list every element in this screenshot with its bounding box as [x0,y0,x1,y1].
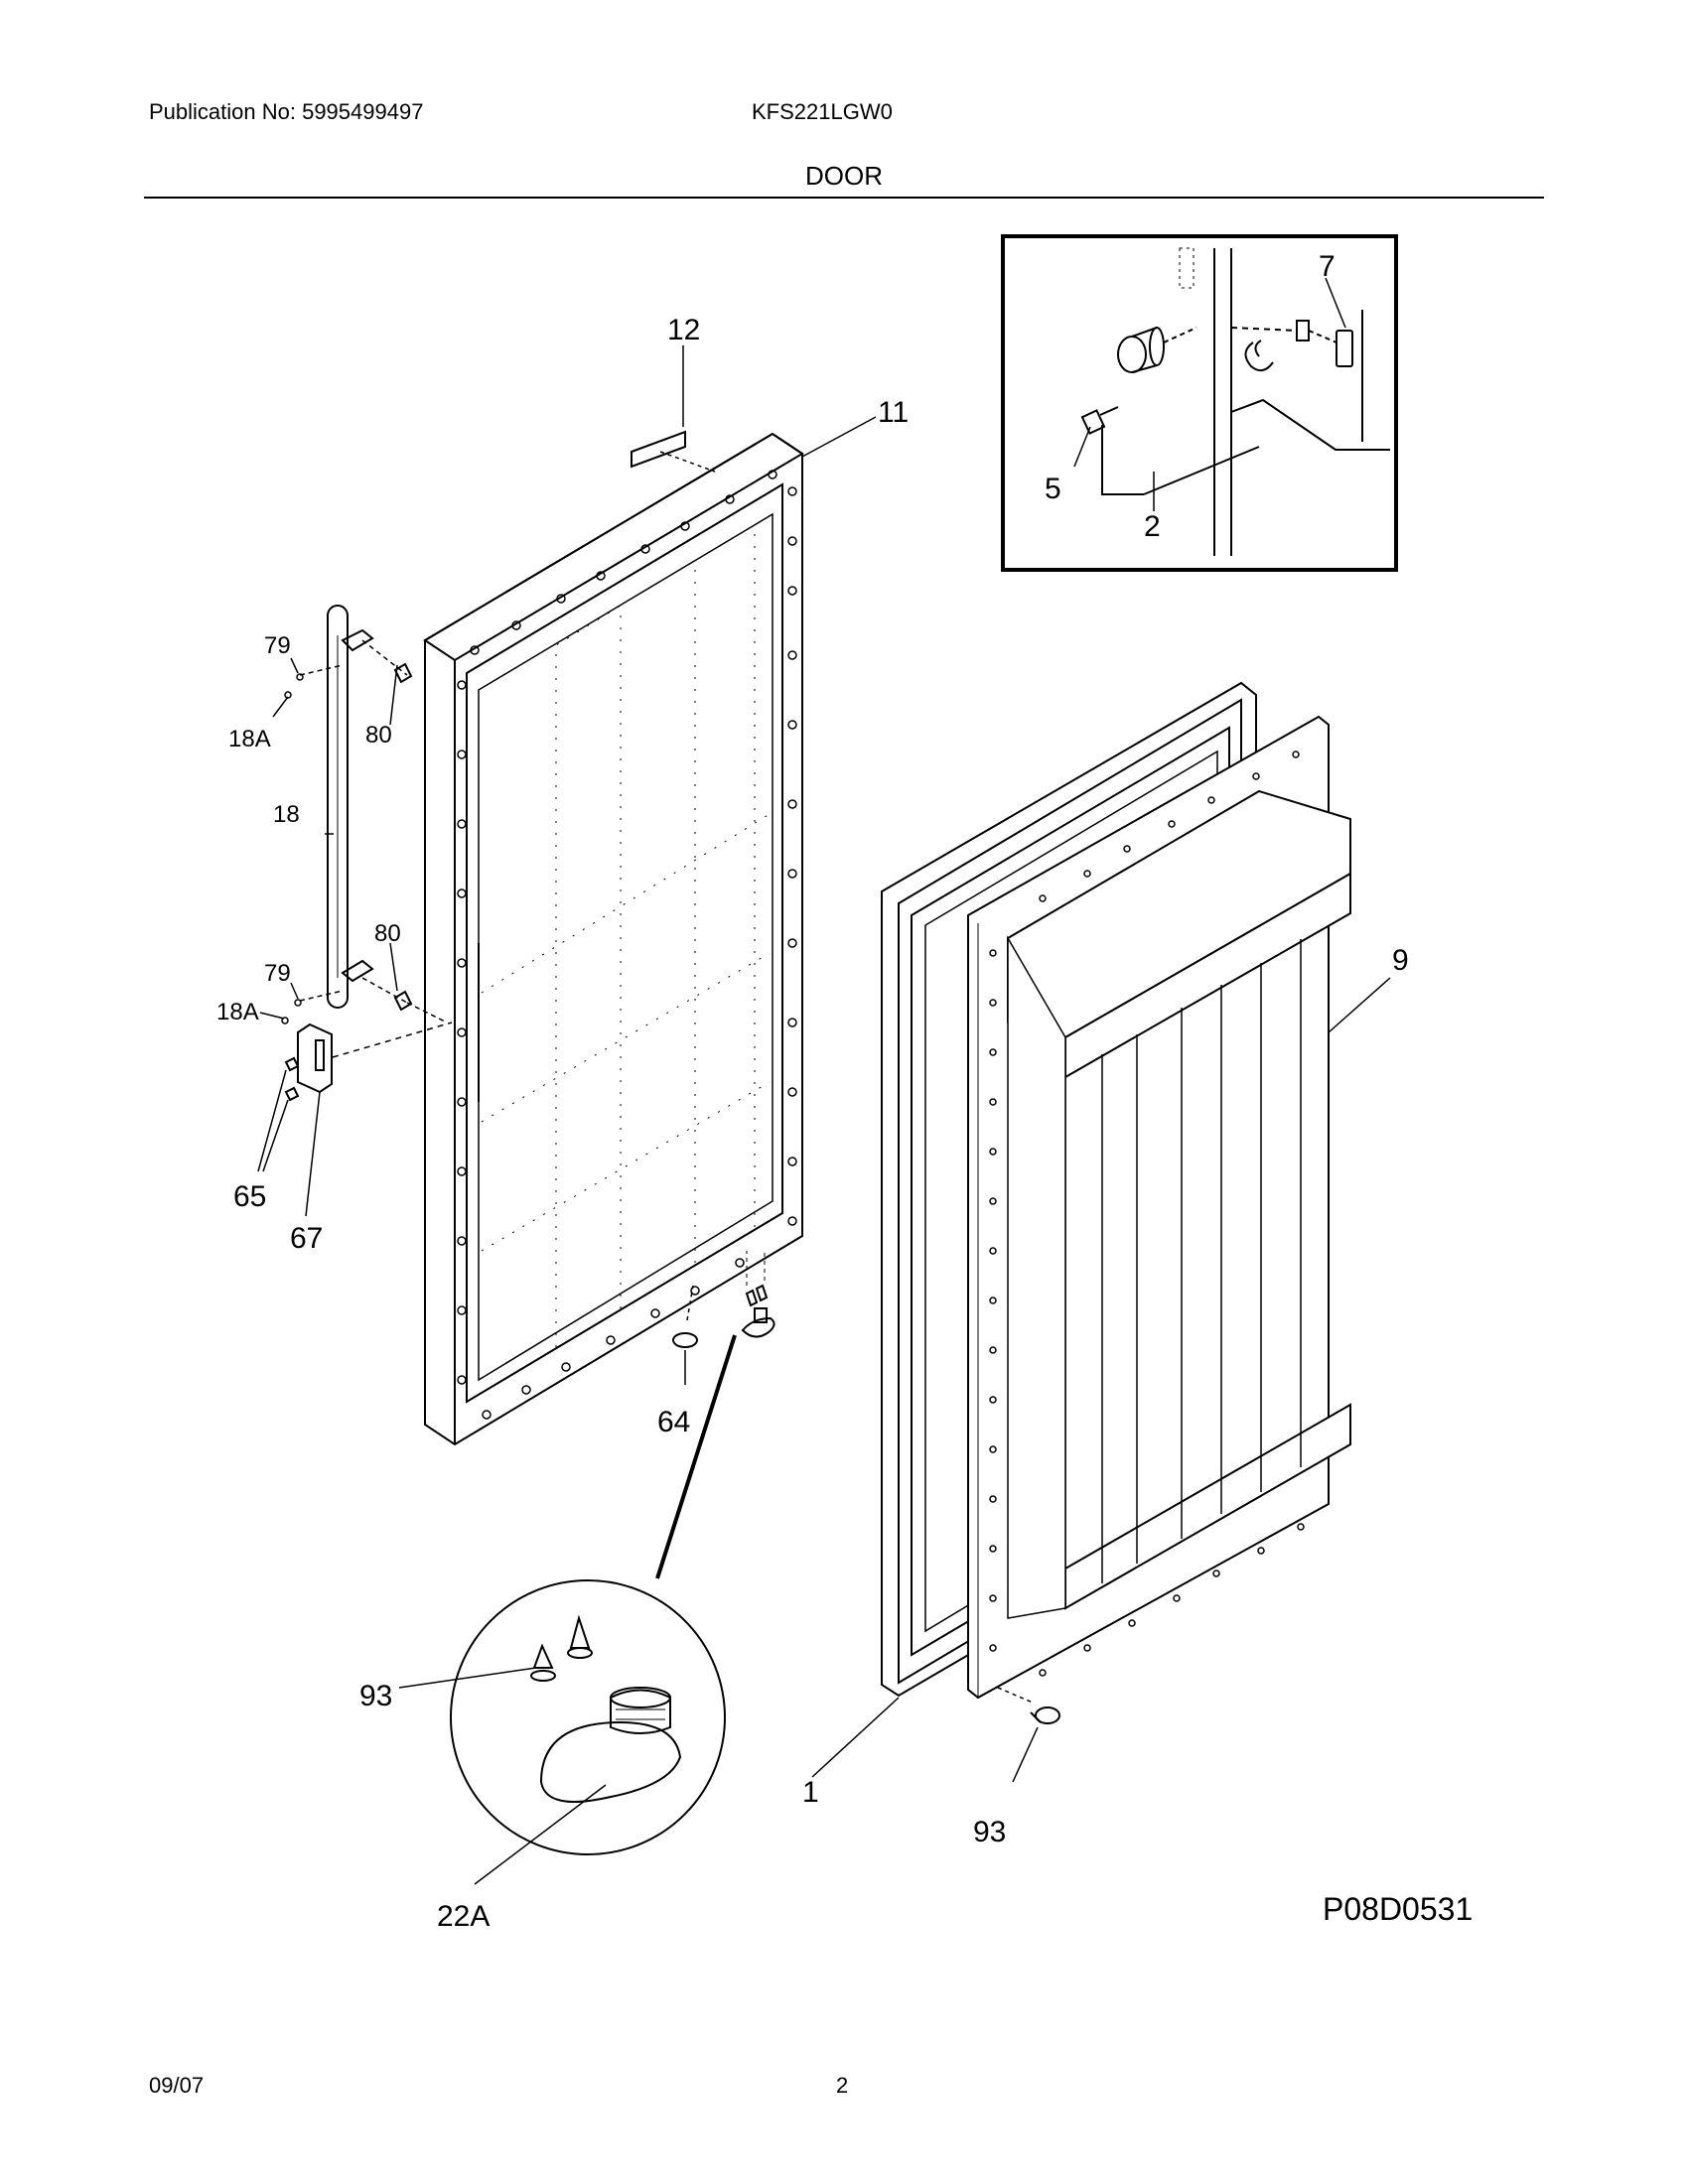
callout-80-bottom: 80 [374,920,401,947]
door-liner-holes [989,751,1305,1677]
pivot-plug-64 [672,1285,698,1385]
hinge-bracket-67 [257,1022,453,1217]
callout-79-top: 79 [264,632,291,659]
callout-80-top: 80 [365,722,392,749]
label-part-12 [631,345,716,473]
callout-18a-top: 18A [228,726,271,752]
callout-65: 65 [233,1180,266,1213]
handle-bolts-79-18a [259,657,398,1024]
handle-screws-80 [393,662,413,1012]
callout-11: 11 [878,396,909,429]
lock-strike-part-7 [1230,320,1353,367]
lock-cylinder [1117,327,1197,373]
callout-9: 9 [1392,944,1409,977]
callout-64: 64 [657,1406,690,1438]
callout-18a-bottom: 18A [216,999,259,1025]
figure-code: P08D0531 [1323,1891,1474,1927]
callout-18: 18 [273,801,300,828]
callout-labels: 12 11 7 5 2 79 18A 80 18 80 79 18A 9 65 … [216,250,1409,1933]
lock-detail-inset [1001,234,1398,572]
callout-7: 7 [1319,250,1336,283]
callout-12: 12 [667,314,700,346]
callout-67: 67 [290,1222,323,1255]
liner-screw-93 [997,1687,1060,1783]
door-panel-11 [423,432,804,1446]
lock-key [1080,406,1119,435]
callout-5: 5 [1045,473,1061,505]
lock-clip [1244,340,1274,372]
publication-number: Publication No: 5995499497 [149,99,424,124]
header-rule [144,197,1544,199]
callout-1: 1 [802,1776,819,1809]
door-panel-holes [457,470,797,1420]
door-handle-18 [299,605,448,1024]
callout-22a: 22A [437,1900,490,1933]
hinge-pivot-22a-top [741,1251,775,1338]
detail-circle-22a [398,1579,726,1885]
footer-date: 09/07 [149,2073,205,2098]
door-liner-9 [967,715,1391,1700]
callout-2: 2 [1144,510,1161,543]
callout-93-right: 93 [973,1816,1006,1848]
callout-79-bottom: 79 [264,960,291,987]
model-number: KFS221LGW0 [752,99,893,124]
callout-93-left: 93 [359,1680,392,1712]
section-title: DOOR [805,161,883,191]
page-number: 2 [836,2073,849,2098]
